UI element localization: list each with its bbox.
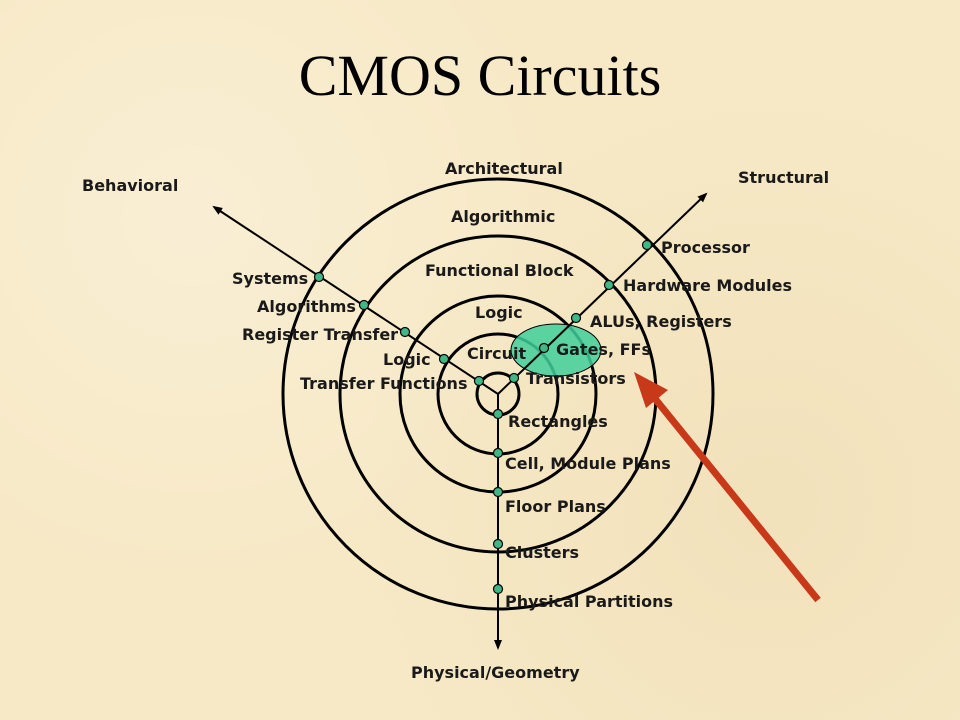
behavioral-axis [212, 205, 499, 395]
structural-axis [497, 192, 708, 395]
node-physical-partitions [492, 583, 504, 595]
axis-label-physical: Physical/Geometry [411, 663, 580, 682]
axis-label-structural: Structural [738, 168, 830, 187]
node-rectangles [492, 408, 504, 420]
level-label-functional-block: Functional Block [425, 261, 574, 280]
node-logic-behavioral [438, 353, 450, 365]
pointer-arrow [649, 392, 821, 603]
highlight-ellipse [510, 323, 602, 377]
behavioral-item-algorithms: Algorithms [257, 297, 356, 316]
page-title: CMOS Circuits [298, 43, 662, 108]
physical-item-physical-partitions: Physical Partitions [505, 592, 674, 611]
behavioral-item-transfer-functions: Transfer Functions [300, 374, 468, 393]
node-floor-plans [492, 486, 504, 498]
node-hardware-modules [603, 279, 615, 291]
structural-item-processor: Processor [661, 238, 750, 257]
structural-item-alus-registers: ALUs, Registers [590, 312, 732, 331]
structural-item-gates-ffs: Gates, FFs [556, 340, 651, 359]
level-label-architectural: Architectural [445, 159, 563, 178]
node-cell-module-plans [492, 447, 504, 459]
structural-item-transistors: Transistors [526, 369, 626, 388]
behavioral-item-register-transfer: Register Transfer [242, 325, 399, 344]
node-algorithms [358, 299, 370, 311]
pointer-arrow-head [634, 372, 668, 408]
physical-item-clusters: Clusters [505, 543, 580, 562]
level-label-circuit: Circuit [467, 344, 527, 363]
node-systems [313, 271, 325, 283]
node-transistors [508, 372, 520, 384]
node-alus-registers [570, 312, 582, 324]
node-gates-ffs [538, 342, 550, 354]
node-processor [641, 239, 653, 251]
node-transfer-functions [473, 375, 485, 387]
behavioral-item-systems: Systems [232, 269, 309, 288]
physical-item-rectangles: Rectangles [508, 412, 608, 431]
physical-item-cell-module-plans: Cell, Module Plans [505, 454, 671, 473]
axis-label-behavioral: Behavioral [82, 176, 179, 195]
node-clusters [492, 538, 504, 550]
node-register-transfer [399, 326, 411, 338]
physical-item-floor-plans: Floor Plans [505, 497, 606, 516]
behavioral-item-logic: Logic [383, 350, 431, 369]
level-label-algorithmic: Algorithmic [451, 207, 556, 226]
structural-item-hardware-modules: Hardware Modules [623, 276, 793, 295]
level-label-logic: Logic [475, 303, 523, 322]
